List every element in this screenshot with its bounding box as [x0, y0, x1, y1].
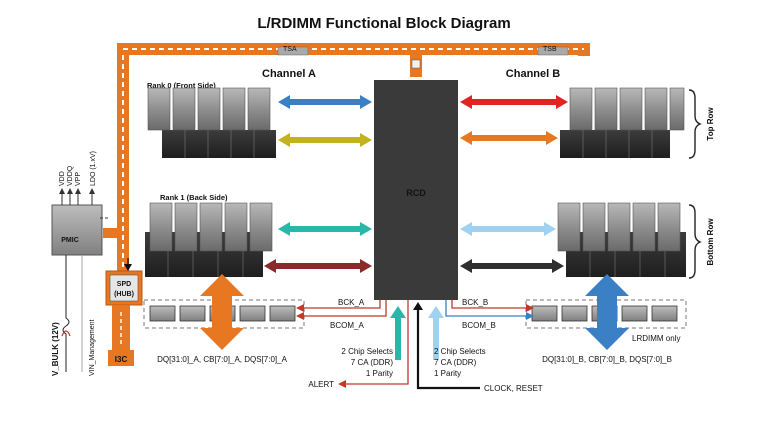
dq-a-label: DQ[31:0]_A, CB[7:0]_A, DQS[7:0]_A — [157, 355, 288, 364]
arrow-left-row4-darkred — [264, 259, 372, 273]
dq-arrow-a — [200, 274, 244, 350]
arrow-left-row2-olive — [278, 133, 372, 147]
ca-input-arrow-b — [428, 306, 444, 360]
arrow-right-row4-dark — [460, 259, 564, 273]
bcom-b-label: BCOM_B — [462, 321, 496, 330]
bck-bcom-b-lines — [445, 300, 534, 320]
rcd-block — [374, 80, 458, 300]
ldo-label: LDO (1.xV) — [90, 151, 97, 186]
clock-reset-line — [413, 302, 480, 390]
ctrl-a-line2: 7 CA (DDR) — [351, 358, 394, 367]
vdd-label: VDD — [59, 171, 66, 186]
v-bulk-line — [61, 255, 71, 372]
arrow-left-row1-blue — [278, 95, 372, 109]
arrow-right-row2-orange — [460, 131, 558, 145]
top-row-brace — [688, 89, 702, 159]
top-row-label: Top Row — [706, 107, 715, 141]
i3c-label: I3C — [115, 355, 128, 364]
pmic-block — [51, 204, 103, 256]
pmic-rails — [59, 188, 110, 219]
arrow-right-row1-red — [460, 95, 568, 109]
rank1-label: Rank 1 (Back Side) — [160, 193, 228, 202]
pmic-label: PMIC — [61, 237, 79, 244]
vpp-label: VPP — [75, 172, 82, 186]
bottom-row-label: Bottom Row — [706, 218, 715, 266]
dq-b-label: DQ[31:0]_B, CB[7:0]_B, DQS[7:0]_B — [542, 355, 672, 364]
rank0-label: Rank 0 (Front Side) — [147, 81, 216, 90]
tsb-label: TSB — [543, 46, 557, 53]
bck-bcom-a-lines — [296, 300, 387, 320]
tsb-sensor — [537, 46, 569, 56]
ca-input-arrow-a — [390, 306, 406, 360]
ctrl-a-line1: 2 Chip Selects — [341, 347, 393, 356]
clock-reset-label: CLOCK, RESET — [484, 384, 543, 393]
ctrl-b-line3: 1 Parity — [434, 369, 461, 378]
dram-top-left — [147, 87, 276, 158]
spd-to-buffer-arrow — [124, 258, 132, 271]
channel-b-label: Channel B — [506, 68, 560, 80]
diagram-title: L/RDIMM Functional Block Diagram — [257, 15, 510, 32]
vddq-label: VDDQ — [67, 165, 74, 186]
bck-b-label: BCK_B — [462, 298, 488, 307]
spd-hub-label: (HUB) — [114, 291, 134, 298]
alert-label: ALERT — [308, 380, 334, 389]
v-bulk-label: V_BULK (12V) — [51, 322, 60, 376]
ctrl-b-line2: 7 CA (DDR) — [434, 358, 477, 367]
ctrl-a-line3: 1 Parity — [366, 369, 393, 378]
tsa-label: TSA — [283, 46, 297, 53]
bottom-row-brace — [688, 204, 702, 279]
ctrl-b-line1: 2 Chip Selects — [434, 347, 486, 356]
dram-bottom-right — [557, 202, 686, 277]
bck-a-label: BCK_A — [338, 298, 365, 307]
arrow-left-row3-teal — [278, 222, 372, 236]
rcd-label: RCD — [406, 188, 426, 198]
channel-a-label: Channel A — [262, 68, 316, 80]
bcom-a-label: BCOM_A — [330, 321, 364, 330]
tsa-sensor — [277, 46, 309, 56]
lrdimm-only-label: LRDIMM only — [632, 334, 680, 343]
alert-line — [338, 300, 409, 388]
dram-top-right — [560, 87, 685, 158]
dq-arrow-b — [585, 274, 629, 350]
spd-label: SPD — [117, 281, 131, 288]
vin-mgmt-label: VIN_Management — [89, 320, 96, 376]
dram-bottom-left — [145, 202, 273, 277]
arrow-right-row3-lightblue — [460, 222, 556, 236]
